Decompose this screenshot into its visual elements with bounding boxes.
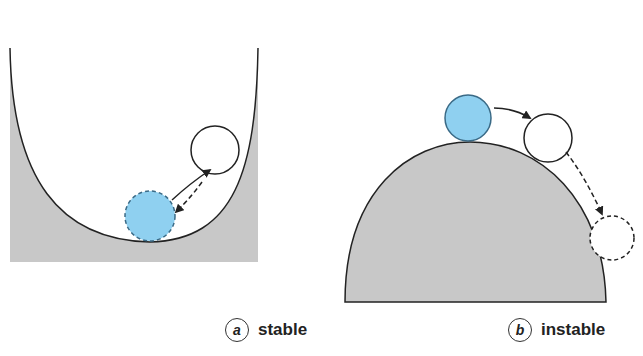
return-arrow: [176, 182, 202, 212]
circled-letter: b: [508, 318, 532, 342]
circled-letter: a: [225, 318, 249, 342]
rolling-ball: [524, 114, 572, 162]
panel-letter: b: [516, 322, 525, 338]
panel-caption: instable: [541, 320, 605, 340]
panel-letter: a: [233, 322, 241, 338]
panel-caption: stable: [258, 320, 307, 340]
roll-arrow: [494, 108, 530, 118]
dome: [345, 142, 606, 302]
bowl-outline: [10, 48, 258, 242]
fall-arrow: [566, 152, 602, 214]
bowl-ground: [10, 48, 258, 262]
ball-on-top: [445, 95, 491, 141]
displaced-ball: [191, 126, 239, 174]
ball-at-rest: [125, 191, 175, 241]
fallen-ball: [590, 216, 634, 260]
